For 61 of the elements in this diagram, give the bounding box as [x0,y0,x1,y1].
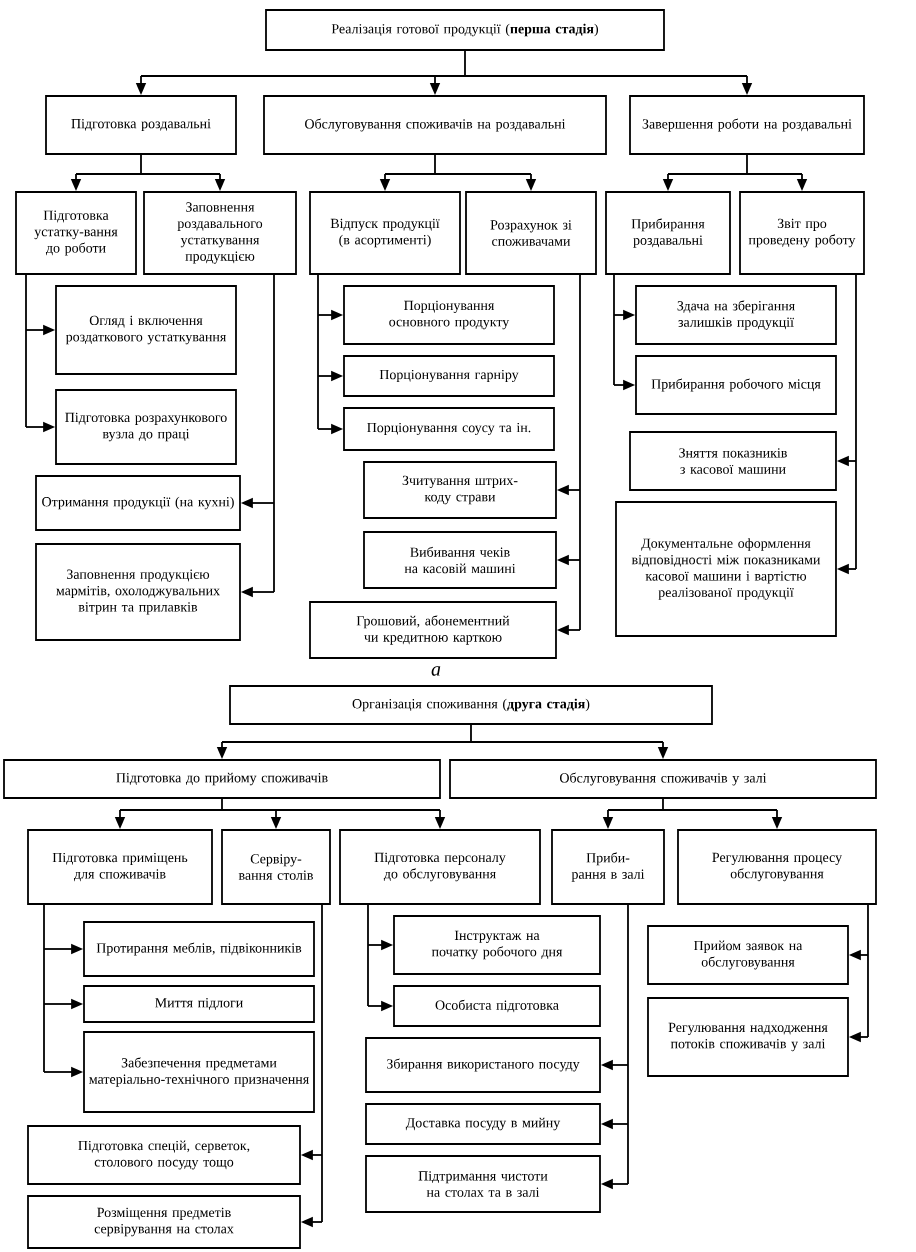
connector-line [367,903,369,1007]
arrow [556,624,581,636]
connector-line [43,903,45,1073]
arrow [379,173,391,192]
arrow [836,563,857,575]
arrow [300,1216,323,1228]
arrow [556,554,581,566]
arrow [613,379,636,391]
arrow [771,809,783,830]
connector-line [221,724,664,743]
arrow [25,421,56,433]
connector-line [321,903,323,1223]
arrow [43,943,84,955]
connector-line [25,273,27,428]
arrow [662,173,674,192]
arrow [796,173,808,192]
arrow [43,998,84,1010]
arrow [429,75,441,96]
arrow [600,1118,629,1130]
arrow [70,173,82,192]
arrow [25,324,56,336]
arrow [114,809,126,830]
connector-line [317,273,319,430]
arrow [613,309,636,321]
arrow [434,809,446,830]
arrow [317,309,344,321]
arrow [848,949,869,961]
arrow [602,809,614,830]
arrow [600,1059,629,1071]
arrow [556,484,581,496]
connector-line [607,798,778,811]
caption-letter: а [431,666,441,676]
arrow [836,455,857,467]
connector-line [867,903,869,1038]
connector-line [119,798,441,811]
connector-line [613,273,615,386]
connector-line [579,273,581,631]
arrow [657,741,669,760]
connector-line [140,50,748,77]
connector-line [855,273,857,570]
arrow [525,173,537,192]
arrow [240,497,275,509]
arrow [317,370,344,382]
arrow [216,741,228,760]
arrow [317,423,344,435]
arrow [300,1149,323,1161]
arrow [270,809,282,830]
arrow [135,75,147,96]
arrow [240,586,275,598]
connector-line [75,154,221,175]
arrow [367,1000,394,1012]
connector-line [384,154,532,175]
arrow [600,1178,629,1190]
connector-line [627,903,629,1185]
arrow [741,75,753,96]
connector-line [273,273,275,593]
arrow [367,939,394,951]
arrow [848,1031,869,1043]
connector-line [667,154,803,175]
arrow [43,1066,84,1078]
arrow [214,173,226,192]
